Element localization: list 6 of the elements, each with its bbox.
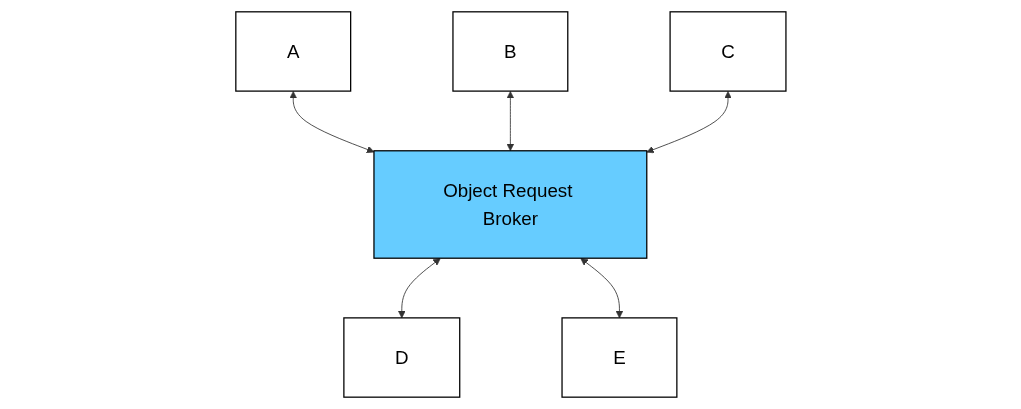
node-box: D	[342, 317, 460, 398]
node-box: C	[669, 11, 787, 92]
node-box: Object Request Broker	[372, 150, 647, 259]
node-box: B	[451, 11, 569, 92]
node-box: E	[561, 317, 678, 398]
node-box: A	[234, 11, 351, 92]
